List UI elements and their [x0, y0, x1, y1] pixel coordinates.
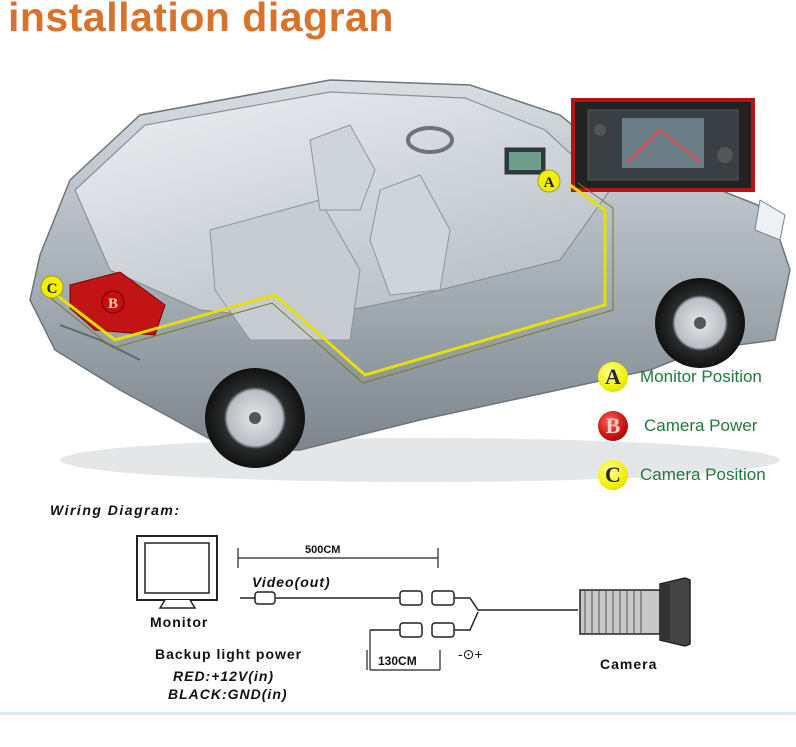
car-illustration: C B A	[29, 79, 791, 482]
bottom-divider	[0, 712, 796, 715]
legend-badge-c: C	[598, 460, 628, 490]
short-length-label: 130CM	[378, 654, 417, 668]
red-label: RED:+12V(in)	[173, 668, 275, 684]
front-seat-left	[369, 174, 451, 296]
monitor-icon	[136, 535, 218, 609]
marker-c: C	[40, 275, 64, 299]
video-label: Video(out)	[252, 574, 331, 590]
marker-c-label: C	[47, 281, 58, 297]
wiring-route	[49, 183, 607, 377]
length-label: 500CM	[305, 544, 341, 556]
marker-b-label: B	[108, 296, 118, 312]
marker-a: A	[537, 169, 561, 193]
camera-icon	[579, 577, 691, 647]
marker-a-label: A	[544, 175, 555, 191]
front-wheel	[655, 278, 745, 368]
power-label: Backup light power	[155, 646, 303, 662]
polarity-symbol: -⊙+	[458, 646, 483, 662]
black-label: BLACK:GND(in)	[168, 686, 288, 702]
head-unit-inset	[571, 98, 755, 192]
wiring-diagram-title: Wiring Diagram:	[50, 502, 181, 518]
rear-wheel	[205, 368, 305, 468]
front-seat-right	[309, 124, 376, 211]
page-title: installation diagran	[8, 0, 394, 40]
monitor-label: Monitor	[150, 614, 209, 630]
legend-badge-a: A	[598, 362, 628, 392]
marker-b: B	[101, 290, 125, 314]
legend-label-b: Camera Power	[644, 416, 758, 435]
legend-label-c: Camera Position	[640, 465, 766, 484]
camera-label: Camera	[600, 656, 658, 672]
steering-wheel	[406, 126, 455, 154]
legend-badge-b: B	[598, 411, 628, 441]
legend-item-c: C Camera Position	[598, 460, 766, 490]
legend-item-a: A Monitor Position	[598, 362, 762, 392]
legend-label-a: Monitor Position	[640, 367, 762, 386]
wiring-schematic	[136, 535, 691, 671]
legend-item-b: B Camera Power	[598, 411, 757, 441]
